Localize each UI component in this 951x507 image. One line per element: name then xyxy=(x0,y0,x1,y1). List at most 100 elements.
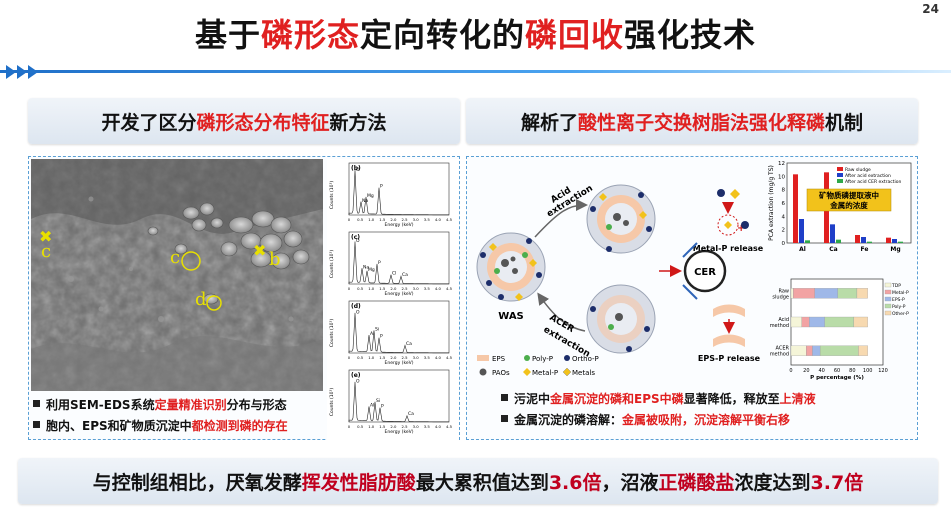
legend-ortho-p: Ortho-P xyxy=(572,355,599,363)
hbar-xlabel: P percentage (%) xyxy=(810,375,864,381)
eds-tick: 0 xyxy=(348,217,351,222)
pca-ytick: 10 xyxy=(778,174,785,180)
eds-panel-label: (e) xyxy=(351,372,361,379)
legend-poly-p: Poly-P xyxy=(532,355,553,363)
right-bullet-1-text-b: 金属沉淀的磷和EPS中磷 xyxy=(550,392,684,406)
was-cell: WAS xyxy=(476,232,546,322)
pca-bar xyxy=(793,174,798,243)
right-bullet-2: 金属沉淀的磷溶解：金属被吸附，沉淀溶解平衡右移 xyxy=(501,410,911,431)
pca-bar xyxy=(830,224,835,243)
hbar-segment xyxy=(824,316,855,328)
title-part-5: 强化技术 xyxy=(624,16,757,54)
hbar-legend-label: TDP xyxy=(891,283,901,289)
hbar-row-label: sludge xyxy=(772,294,789,300)
hbar-xtick: 100 xyxy=(863,368,873,374)
title-part-1: 基于 xyxy=(194,16,261,54)
slide-title: 基于磷形态定向转化的磷回收强化技术 xyxy=(0,10,951,56)
left-bullets: 利用SEM-EDS系统定量精准识别分布与形态 胞内、EPS和矿物质沉淀中都检测到… xyxy=(33,395,325,437)
summary-part-5: ，沼液 xyxy=(601,471,659,494)
eds-tick: 3.5 xyxy=(424,217,431,222)
pca-category-label: Fe xyxy=(861,246,869,253)
eds-peak-label: Mg xyxy=(368,267,375,273)
right-heading-part-4: 机制 xyxy=(825,111,864,134)
hbar-xtick: 120 xyxy=(878,368,888,374)
diagram-legend: EPS Poly-P Ortho-P PAOs Metal-P Metals xyxy=(477,355,599,377)
left-bullet-2-text-b: 都检测到磷的存在 xyxy=(191,419,288,433)
eds-peak-label: Al xyxy=(370,403,374,409)
eds-spectrum-line xyxy=(348,241,450,285)
eds-tick: 2.5 xyxy=(402,424,409,429)
eds-panel-label: (c) xyxy=(351,234,360,241)
eds-peak-label: P xyxy=(381,404,384,410)
left-heading-part-1: 开发了区分 xyxy=(101,111,197,134)
pca-callout-box xyxy=(806,188,892,212)
eps-p-release-label: EPS-P release xyxy=(698,354,761,363)
right-section-heading: 解析了酸性离子交换树脂法强化释磷机制 xyxy=(466,98,918,144)
left-bullet-1-text-c: 分布与形态 xyxy=(226,398,287,412)
acid-extracted-cell xyxy=(586,184,656,254)
hbar-row-label: method xyxy=(770,352,789,358)
eds-tick: 0 xyxy=(348,286,351,291)
eds-tick: 3.0 xyxy=(413,424,420,429)
sem-marker-b-cross: ✖ xyxy=(253,241,267,260)
left-bullet-1-text-a: 利用SEM-EDS系统 xyxy=(46,398,155,412)
pca-ytick: 6 xyxy=(782,201,786,207)
hbar-segment xyxy=(790,316,802,328)
cer-circle xyxy=(683,249,727,293)
legend-metals: Metals xyxy=(572,369,595,377)
hbar-row-label: ACER xyxy=(776,346,790,352)
hbar-legend-label: Poly-P xyxy=(892,304,906,310)
eds-peak-label: Cl xyxy=(392,270,396,276)
left-heading-part-3: 新方法 xyxy=(329,111,387,134)
summary-part-7: 浓度达到 xyxy=(734,471,811,494)
eds-tick: 2.5 xyxy=(402,217,409,222)
pca-category-label: Mg xyxy=(890,246,900,253)
hbar-segment xyxy=(814,288,838,299)
eds-tick: 3.0 xyxy=(413,355,420,360)
sem-label-d: d xyxy=(195,289,207,310)
eds-tick: 2.0 xyxy=(390,286,397,291)
acid-arrow xyxy=(534,199,588,238)
pca-callout-line-2: 金属的浓度 xyxy=(829,200,868,210)
hbar-legend-swatch xyxy=(884,303,892,309)
eds-peak-label: P xyxy=(380,334,383,340)
eds-tick: 1.0 xyxy=(368,286,375,291)
eds-tick: 1.5 xyxy=(379,286,386,291)
eds-tick: 3.5 xyxy=(424,355,431,360)
eds-xlabel: Energy (keV) xyxy=(385,222,414,228)
right-bullet-2-text-a: 金属沉淀的磷溶解： xyxy=(514,413,623,427)
right-heading-part-2: 酸性离子交换树脂法 xyxy=(577,111,749,134)
hbar-xtick: 60 xyxy=(834,368,840,374)
metal-p-release-graphic: + Metal-P release xyxy=(693,189,764,253)
right-bullet-1: 污泥中金属沉淀的磷和EPS中磷显著降低，释放至上清液 xyxy=(501,389,911,410)
pca-legend-swatch xyxy=(837,179,843,183)
summary-part-8: 3.7倍 xyxy=(810,471,864,494)
eds-xlabel: Energy (keV) xyxy=(385,360,414,366)
pca-legend-swatch xyxy=(837,173,843,177)
sem-label-c: c xyxy=(170,247,181,268)
hbar-segment xyxy=(809,316,825,328)
eds-ylabel: Counts (10³) xyxy=(329,181,335,209)
pca-bar xyxy=(867,241,872,243)
eds-tick: 0.5 xyxy=(357,355,364,360)
hbar-segment xyxy=(801,316,810,328)
right-bullet-1-text-d: 上清液 xyxy=(779,392,816,406)
eds-panel-label: (b) xyxy=(351,165,361,172)
right-bullet-2-text-b: 金属被吸附，沉淀溶解平衡右移 xyxy=(622,413,791,427)
hbar-segment xyxy=(790,345,807,356)
hbar-legend-swatch xyxy=(884,282,892,288)
summary-part-2: 挥发性脂肪酸 xyxy=(301,471,416,494)
sem-image: ✖ c ✖ b c d xyxy=(31,159,323,391)
eds-tick: 0 xyxy=(348,424,351,429)
pca-legend-label: After acid CER extraction xyxy=(845,179,902,185)
pca-bar xyxy=(892,239,897,243)
pca-ytick: 4 xyxy=(782,214,786,220)
eds-peak-label: O xyxy=(356,238,360,244)
eds-peak-label: O xyxy=(356,167,360,173)
title-part-4: 磷回收 xyxy=(525,16,625,54)
